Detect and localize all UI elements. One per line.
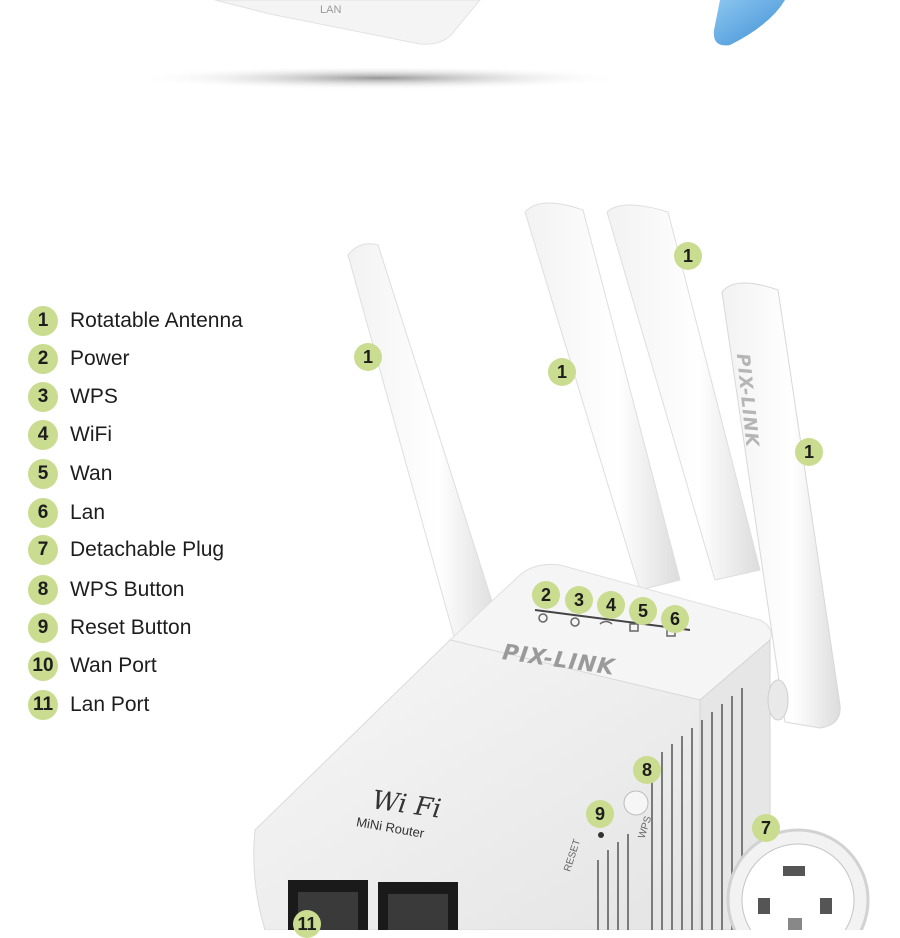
legend-label: Wan Port xyxy=(70,654,157,677)
callout-wifi: 4 xyxy=(597,591,625,619)
callout-wan: 5 xyxy=(629,597,657,625)
legend-label: WiFi xyxy=(70,423,112,446)
legend-label: Detachable Plug xyxy=(70,538,225,561)
legend-item: 3 WPS xyxy=(28,382,118,412)
legend-item: 5 Wan xyxy=(28,459,112,489)
legend-label: Rotatable Antenna xyxy=(70,309,243,332)
legend-label: Reset Button xyxy=(70,616,192,639)
plug-inset xyxy=(726,828,870,930)
legend-label: Power xyxy=(70,347,130,370)
antenna-right-front xyxy=(721,282,841,729)
callout-antenna: 1 xyxy=(548,358,576,386)
legend-number: 11 xyxy=(28,690,58,720)
legend-number: 8 xyxy=(28,575,58,605)
callout-antenna: 1 xyxy=(795,438,823,466)
legend-label: Wan xyxy=(70,462,113,485)
callout-antenna: 1 xyxy=(674,242,702,270)
legend-item: 10 Wan Port xyxy=(28,651,157,681)
antenna-left xyxy=(347,243,499,641)
antenna-right-back xyxy=(606,204,761,581)
top-device-fragment xyxy=(130,0,785,90)
callout-wps: 3 xyxy=(565,586,593,614)
wps-button xyxy=(623,790,649,816)
legend-item: 7 Detachable Plug xyxy=(28,535,224,565)
legend-label: WPS Button xyxy=(70,578,185,601)
callout-antenna: 1 xyxy=(354,343,382,371)
router-body xyxy=(253,564,772,930)
legend-number: 1 xyxy=(28,306,58,336)
callout-lan-port: 11 xyxy=(293,910,321,938)
top-port-label: LAN xyxy=(320,4,342,16)
callout-wps-button: 8 xyxy=(633,756,661,784)
legend-item: 8 WPS Button xyxy=(28,575,184,605)
legend-number: 9 xyxy=(28,613,58,643)
legend-label: WPS xyxy=(70,385,118,408)
legend-item: 6 Lan xyxy=(28,498,105,528)
legend-item: 11 Lan Port xyxy=(28,690,149,720)
legend-number: 3 xyxy=(28,382,58,412)
antenna-middle xyxy=(524,202,681,591)
wan-port xyxy=(378,882,458,930)
callout-reset-button: 9 xyxy=(586,800,614,828)
legend-number: 7 xyxy=(28,535,58,565)
legend-item: 2 Power xyxy=(28,344,130,374)
legend-label: Lan xyxy=(70,501,106,524)
lan-port xyxy=(288,880,368,930)
callout-plug: 7 xyxy=(752,814,780,842)
legend-label: Lan Port xyxy=(70,693,150,716)
callout-power: 2 xyxy=(532,581,560,609)
legend-item: 4 WiFi xyxy=(28,420,112,450)
reset-hole xyxy=(598,832,604,838)
legend-item: 1 Rotatable Antenna xyxy=(28,306,243,336)
legend-item: 9 Reset Button xyxy=(28,613,191,643)
callout-lan: 6 xyxy=(661,605,689,633)
legend-number: 6 xyxy=(28,498,58,528)
blue-plug-fragment xyxy=(713,0,785,46)
legend-number: 4 xyxy=(28,420,58,450)
legend-number: 10 xyxy=(28,651,58,681)
legend-number: 2 xyxy=(28,344,58,374)
legend-number: 5 xyxy=(28,459,58,489)
